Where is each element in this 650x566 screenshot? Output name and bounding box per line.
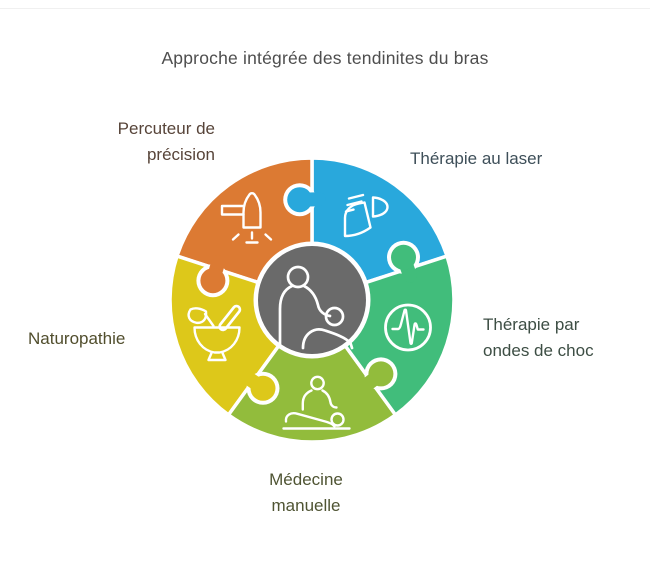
mortar-pestle-icon [187, 304, 242, 362]
laser-lamp-icon [343, 193, 389, 238]
massage-practitioner-icon [278, 265, 354, 350]
shockwave-pulse-icon [384, 303, 432, 352]
puzzle-knob-percussion [196, 255, 230, 298]
manual-massage-icon [282, 375, 351, 430]
page-title: Approche intégrée des tendinites du bras [161, 48, 489, 68]
segment-label-manual: Médecine manuelle [269, 470, 343, 515]
puzzle-knob-laser [283, 183, 326, 217]
puzzle-knob-manual [358, 357, 398, 393]
top-divider [0, 8, 650, 9]
segment-label-percussion: Percuteur de précision [117, 119, 215, 164]
massage-gun-icon [220, 192, 273, 244]
center-hub [258, 246, 366, 354]
segment-label-naturopathy: Naturopathie [28, 329, 126, 348]
segment-label-shockwave: Thérapie par ondes de choc [483, 315, 594, 360]
segment-label-laser: Thérapie au laser [410, 149, 543, 168]
puzzle-knob-shockwave [387, 240, 420, 283]
puzzle-knob-naturopathy [240, 370, 280, 405]
segment-manual-medicine [226, 298, 398, 444]
